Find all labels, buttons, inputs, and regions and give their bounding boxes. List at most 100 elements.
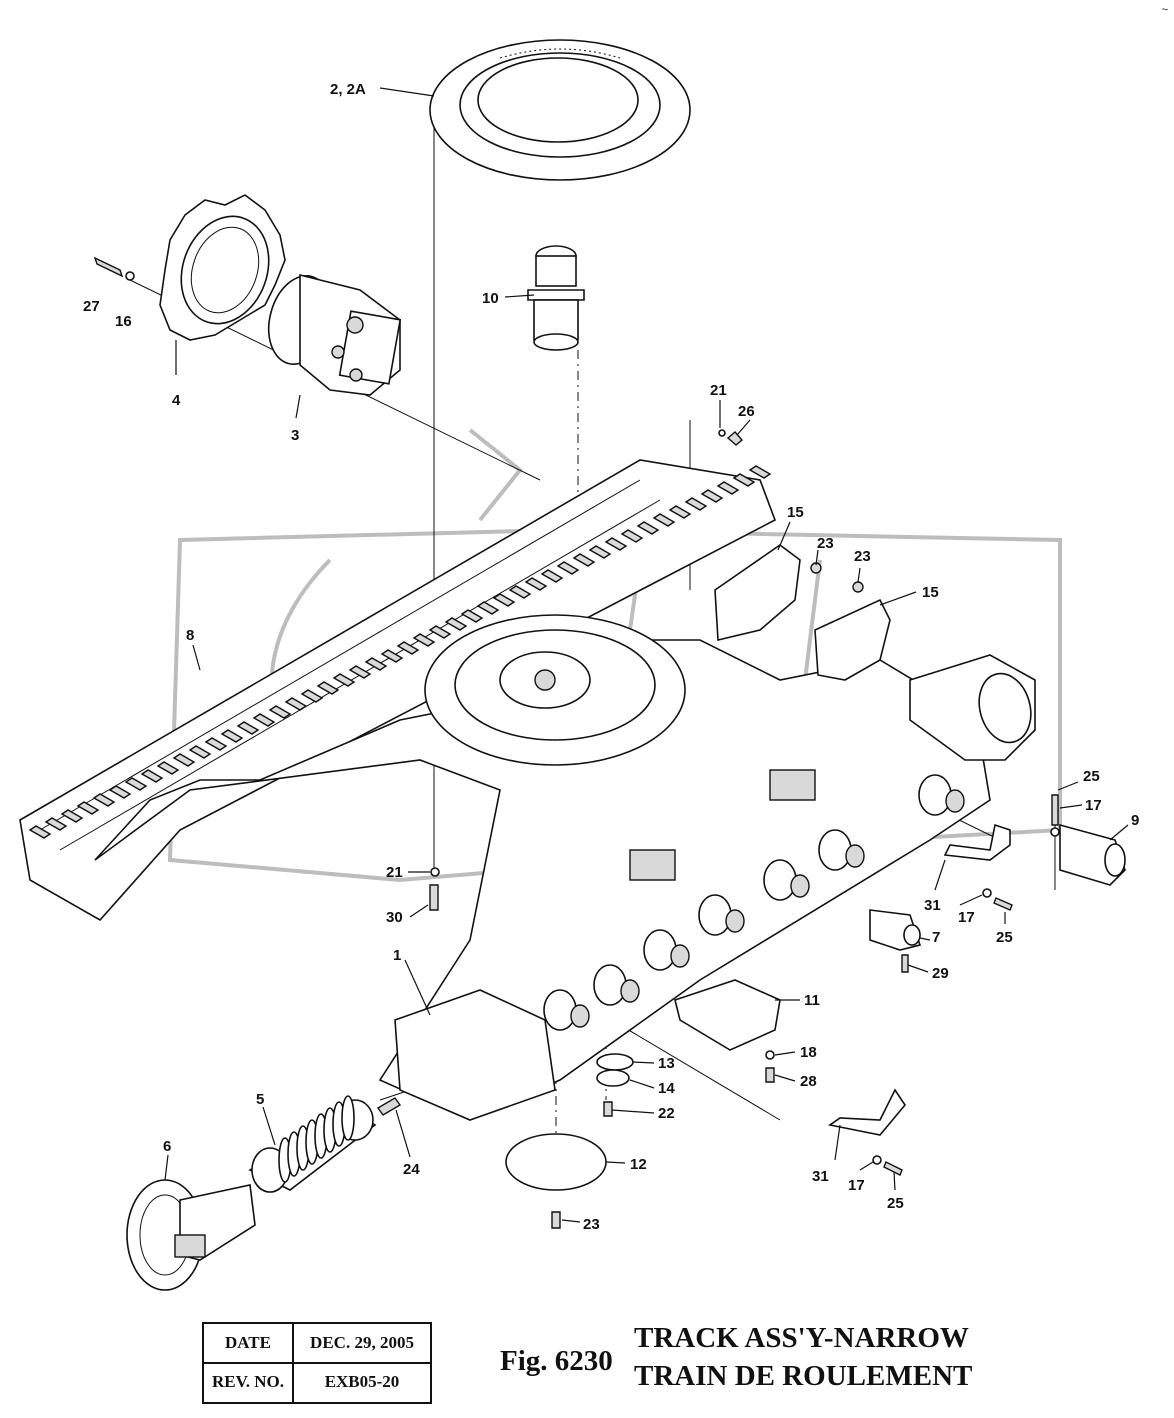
callout-16: 16: [115, 313, 132, 330]
callout-17-mid: 17: [958, 909, 975, 926]
callout-6: 6: [163, 1138, 171, 1155]
part-5-recoil-spring: [248, 1095, 377, 1193]
track-shoe: [652, 513, 676, 527]
corner-mark: ~: [1161, 4, 1168, 16]
track-shoe: [284, 697, 308, 711]
lower-roller-hub: [670, 944, 690, 968]
callout-1: 1: [393, 947, 401, 964]
track-shoe: [556, 561, 580, 575]
lower-roller-hub: [620, 979, 640, 1003]
track-shoe: [140, 769, 164, 783]
track-shoe: [716, 481, 740, 495]
lower-roller-hub: [725, 909, 745, 933]
track-shoe: [428, 625, 452, 639]
track-shoe: [620, 529, 644, 543]
track-shoe: [748, 465, 772, 479]
track-shoe: [44, 817, 68, 831]
part-13-14-plates: [596, 1053, 634, 1087]
callout-27: 27: [83, 298, 100, 315]
lower-roller-hub: [570, 1004, 590, 1028]
track-shoe: [572, 553, 596, 567]
track-shoe: [156, 761, 180, 775]
callout-31-bottom: 31: [812, 1168, 829, 1185]
track-shoe: [684, 497, 708, 511]
callout-26: 26: [738, 403, 755, 420]
callout-23-bottom: 23: [583, 1216, 600, 1233]
callout-28: 28: [800, 1073, 817, 1090]
track-shoe: [300, 689, 324, 703]
leader-lines: [164, 87, 1129, 1223]
table-divider-horizontal: [204, 1362, 430, 1364]
track-shoe: [268, 705, 292, 719]
callout-23-right: 23: [854, 548, 871, 565]
date-value: DEC. 29, 2005: [310, 1333, 414, 1352]
track-shoe: [236, 721, 260, 735]
callout-5: 5: [256, 1091, 264, 1108]
lower-roller: [698, 894, 732, 936]
track-frame: [94, 614, 1036, 1121]
lower-roller: [643, 929, 677, 971]
callout-11: 11: [804, 992, 820, 1009]
callout-29: 29: [932, 965, 949, 982]
track-shoe: [380, 649, 404, 663]
figure-number: Fig. 6230: [500, 1345, 613, 1377]
track-shoe: [60, 809, 84, 823]
date-label: DATE: [225, 1333, 271, 1352]
track-shoe: [28, 825, 52, 839]
callout-24: 24: [403, 1161, 420, 1178]
track-shoe: [364, 657, 388, 671]
track-shoe: [220, 729, 244, 743]
callout-7: 7: [932, 929, 940, 946]
lower-roller: [763, 859, 797, 901]
track-shoe: [108, 785, 132, 799]
track-shoe: [460, 609, 484, 623]
track-shoe: [348, 665, 372, 679]
part-2-swing-bearing: [429, 39, 691, 181]
track-shoe: [700, 489, 724, 503]
lower-roller: [543, 989, 577, 1031]
callout-30: 30: [386, 909, 403, 926]
track-shoe: [92, 793, 116, 807]
track-shoe: [636, 521, 660, 535]
callout-9: 9: [1131, 812, 1139, 829]
track-shoe: [76, 801, 100, 815]
callout-13: 13: [658, 1055, 675, 1072]
track-shoe: [396, 641, 420, 655]
callout-21-mid: 21: [386, 864, 403, 881]
part-12-cover-plate: [505, 1133, 607, 1191]
part-31-brackets: [828, 823, 1011, 1136]
track-shoe: [172, 753, 196, 767]
callout-4: 4: [172, 392, 181, 409]
part-10-center-joint: [527, 245, 585, 351]
callout-15-left: 15: [787, 504, 804, 521]
rev-label: REV. NO.: [212, 1372, 284, 1391]
track-shoe: [492, 593, 516, 607]
lower-roller: [818, 829, 852, 871]
fasteners: [93, 256, 1060, 1229]
callout-25-bottom: 25: [887, 1195, 904, 1212]
callout-31-right: 31: [924, 897, 941, 914]
part-7-upper-roller: [869, 909, 922, 951]
part-11-guard: [674, 979, 781, 1051]
callout-2-2a: 2, 2A: [330, 81, 366, 98]
callout-23-left: 23: [817, 535, 834, 552]
callout-17-bottom: 17: [848, 1177, 865, 1194]
part-6-idler: [126, 1179, 256, 1291]
callout-22: 22: [658, 1105, 675, 1122]
callout-25-mid: 25: [996, 929, 1013, 946]
callout-21-top: 21: [710, 382, 727, 399]
revision-table: DATE DEC. 29, 2005 REV. NO. EXB05-20: [202, 1322, 432, 1404]
callout-8: 8: [186, 627, 194, 644]
callout-10: 10: [482, 290, 499, 307]
callout-14: 14: [658, 1080, 675, 1097]
lower-roller-hub: [790, 874, 810, 898]
track-shoe: [316, 681, 340, 695]
track-shoe: [204, 737, 228, 751]
figure-title-fr: TRAIN DE ROULEMENT: [634, 1360, 973, 1392]
track-shoe: [508, 585, 532, 599]
part-4-sprocket: [159, 194, 286, 341]
lower-roller: [593, 964, 627, 1006]
track-shoe: [476, 601, 500, 615]
callout-18: 18: [800, 1044, 817, 1061]
callout-labels: 2, 2A 27 16 4 3 10 21 26 15 23 23 15 8 2…: [83, 81, 1139, 1233]
